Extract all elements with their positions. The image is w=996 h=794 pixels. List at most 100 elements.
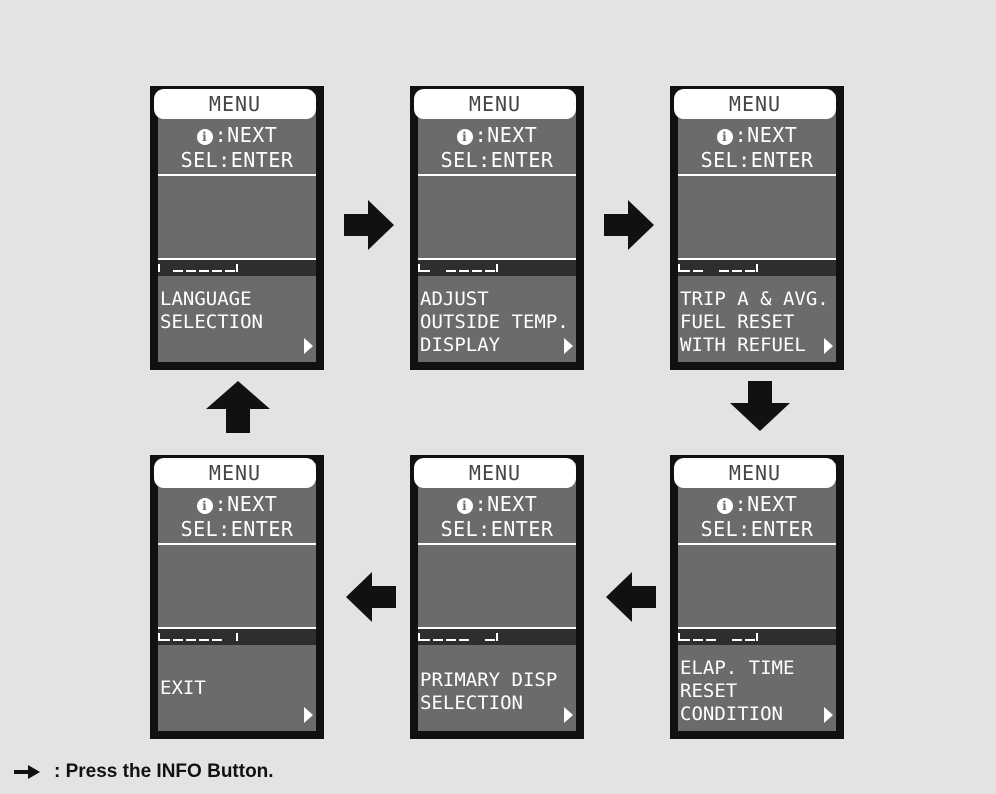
indicator-segment	[680, 639, 690, 641]
indicator-segment	[745, 639, 755, 641]
indicator-segment	[719, 270, 729, 272]
select-arrow-icon	[304, 707, 313, 723]
indicator-segment	[420, 270, 430, 272]
menu-item-label: ADJUST OUTSIDE TEMP. DISPLAY	[420, 288, 569, 356]
menu-title: MENU	[414, 458, 576, 488]
indicator-segment	[433, 639, 443, 641]
next-label: :NEXT	[214, 123, 278, 147]
divider	[158, 627, 316, 629]
enter-hint: SEL:ENTER	[700, 148, 814, 172]
divider	[418, 543, 576, 545]
page-indicator-ticks	[158, 264, 238, 272]
screen-display	[678, 94, 836, 362]
divider	[158, 543, 316, 545]
indicator-cap-end	[496, 633, 498, 641]
indicator-segment	[719, 639, 729, 641]
legend: : Press the INFO Button.	[14, 760, 274, 784]
indicator-cap-start	[678, 633, 680, 641]
indicator-segment	[433, 270, 443, 272]
indicator-segment	[225, 270, 235, 272]
indicator-cap-start	[418, 633, 420, 641]
divider	[418, 174, 576, 176]
divider	[418, 627, 576, 629]
indicator-segment	[472, 270, 482, 272]
info-icon: i	[716, 129, 733, 145]
indicator-segment	[693, 639, 703, 641]
menu-title: MENU	[154, 89, 316, 119]
indicator-segment	[212, 639, 222, 641]
indicator-segment	[199, 639, 209, 641]
indicator-segment	[186, 270, 196, 272]
up-arrow-icon	[206, 381, 270, 433]
next-label: :NEXT	[734, 492, 798, 516]
indicator-cap-start	[158, 633, 160, 641]
menu-item-label: LANGUAGE SELECTION	[160, 288, 263, 333]
indicator-segment	[472, 639, 482, 641]
indicator-cap-start	[418, 264, 420, 272]
next-hint: i:NEXT	[150, 492, 324, 516]
indicator-segment	[420, 639, 430, 641]
divider	[678, 174, 836, 176]
indicator-segment	[173, 270, 183, 272]
menu-title: MENU	[674, 458, 836, 488]
select-arrow-icon	[564, 707, 573, 723]
indicator-segment	[693, 270, 703, 272]
info-icon: i	[196, 129, 213, 145]
screen-display	[418, 94, 576, 362]
indicator-segment	[706, 270, 716, 272]
divider	[678, 627, 836, 629]
page-indicator-ticks	[678, 264, 758, 272]
info-icon: i	[456, 498, 473, 514]
page-indicator-ticks	[158, 633, 238, 641]
enter-hint: SEL:ENTER	[180, 517, 294, 541]
menu-screen-elapsed-time: MENU i:NEXT SEL:ENTER ELAP. TIME RESET C…	[670, 455, 844, 739]
indicator-segment	[446, 270, 456, 272]
indicator-segment	[485, 270, 495, 272]
indicator-cap-end	[756, 633, 758, 641]
select-arrow-icon	[824, 707, 833, 723]
menu-screen-adjust-outside-temp: MENU i:NEXT SEL:ENTER ADJUST OUTSIDE TEM…	[410, 86, 584, 370]
indicator-segment	[745, 270, 755, 272]
legend-text: : Press the INFO Button.	[54, 761, 274, 782]
info-icon: i	[196, 498, 213, 514]
indicator-cap-end	[236, 633, 238, 641]
page-indicator	[158, 633, 316, 643]
divider	[678, 543, 836, 545]
menu-screen-trip-reset: MENU i:NEXT SEL:ENTER TRIP A & AVG. FUEL…	[670, 86, 844, 370]
indicator-segment	[225, 639, 235, 641]
indicator-segment	[173, 639, 183, 641]
indicator-segment	[199, 270, 209, 272]
info-icon: i	[456, 129, 473, 145]
page-indicator	[678, 633, 836, 643]
indicator-segment	[160, 639, 170, 641]
down-arrow-icon	[730, 381, 790, 431]
divider	[158, 258, 316, 260]
select-arrow-icon	[304, 338, 313, 354]
indicator-segment	[680, 270, 690, 272]
next-label: :NEXT	[474, 123, 538, 147]
page-indicator	[418, 264, 576, 274]
indicator-cap-end	[756, 264, 758, 272]
indicator-segment	[459, 270, 469, 272]
page-indicator	[418, 633, 576, 643]
indicator-cap-start	[158, 264, 160, 272]
menu-title: MENU	[674, 89, 836, 119]
menu-screen-exit: MENU i:NEXT SEL:ENTER EXIT	[150, 455, 324, 739]
indicator-segment	[485, 639, 495, 641]
enter-hint: SEL:ENTER	[440, 148, 554, 172]
select-arrow-icon	[564, 338, 573, 354]
screen-display	[418, 463, 576, 731]
left-arrow-icon	[346, 572, 396, 622]
indicator-segment	[212, 270, 222, 272]
indicator-segment	[186, 639, 196, 641]
menu-title: MENU	[154, 458, 316, 488]
page-indicator-ticks	[678, 633, 758, 641]
page-indicator-ticks	[418, 633, 498, 641]
enter-hint: SEL:ENTER	[700, 517, 814, 541]
right-arrow-icon	[14, 765, 40, 779]
indicator-segment	[160, 270, 170, 272]
indicator-segment	[459, 639, 469, 641]
menu-screen-primary-display: MENU i:NEXT SEL:ENTER PRIMARY DISP SELEC…	[410, 455, 584, 739]
indicator-segment	[732, 639, 742, 641]
menu-title: MENU	[414, 89, 576, 119]
